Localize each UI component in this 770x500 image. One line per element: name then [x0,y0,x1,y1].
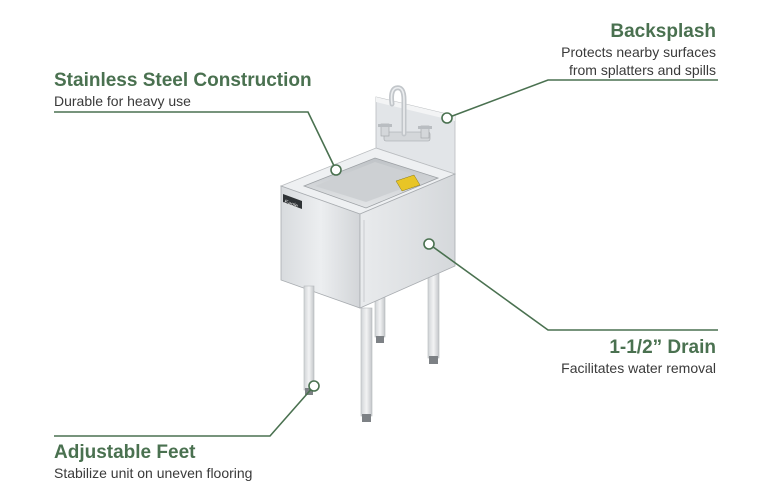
construction-title: Stainless Steel Construction [54,70,312,91]
leader-feet [54,385,315,437]
feet-desc: Stabilize unit on uneven flooring [54,465,253,481]
backsplash-title: Backsplash [610,21,716,42]
dot-backsplash [441,112,453,124]
leader-backsplash [446,79,718,119]
callout-backsplash: Backsplash Protects nearby surfaces from… [561,21,716,79]
drain-title: 1-1/2” Drain [609,337,716,358]
brand-plate: Eagle [283,194,302,210]
dot-feet [308,380,320,392]
backsplash-desc-line1: Protects nearby surfaces [561,44,716,60]
leader-construction [54,111,337,171]
brand-label: Eagle [283,199,298,209]
dot-drain [423,238,435,250]
drain-desc: Facilitates water removal [561,360,716,376]
dot-construction [330,164,342,176]
warning-sticker [395,174,421,192]
callout-construction: Stainless Steel Construction Durable for… [54,70,312,110]
feet-title: Adjustable Feet [54,442,196,463]
callout-drain: 1-1/2” Drain Facilitates water removal [561,337,716,377]
leader-drain [428,243,718,331]
construction-desc: Durable for heavy use [54,93,191,109]
backsplash-desc-line2: from splatters and spills [568,62,716,78]
cabinet-side [359,173,456,309]
faucet [378,85,432,142]
callout-feet: Adjustable Feet Stabilize unit on uneven… [54,442,252,482]
